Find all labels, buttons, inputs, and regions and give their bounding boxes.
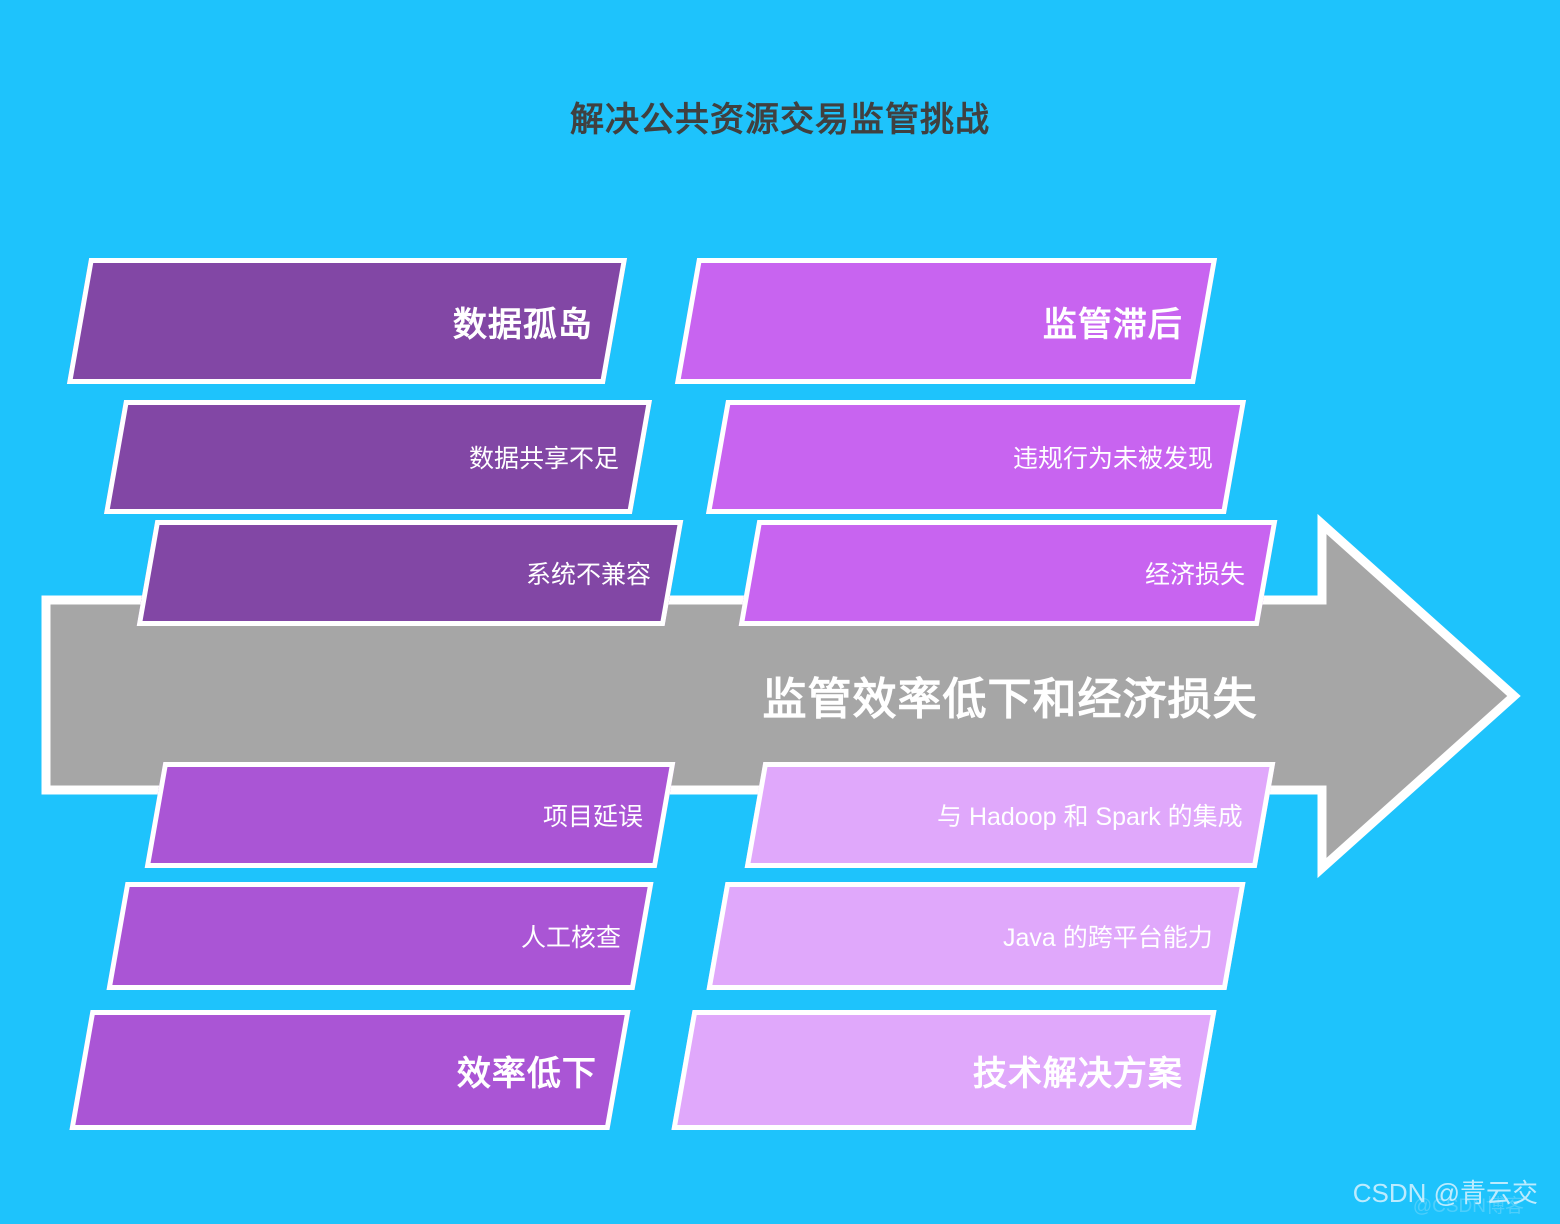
card-right-3[interactable]: 经济损失 bbox=[738, 520, 1278, 626]
card-left-3[interactable]: 系统不兼容 bbox=[136, 520, 684, 626]
page-title: 解决公共资源交易监管挑战 bbox=[570, 101, 990, 139]
card-right-5-label: Java 的跨平台能力 bbox=[1003, 924, 1213, 952]
card-right-1-label: 监管滞后 bbox=[1043, 305, 1183, 344]
card-left-6[interactable]: 效率低下 bbox=[69, 1010, 631, 1130]
card-right-2-label: 违规行为未被发现 bbox=[1012, 445, 1213, 473]
card-left-4-label: 项目延误 bbox=[542, 803, 643, 831]
card-left-1[interactable]: 数据孤岛 bbox=[66, 258, 628, 384]
card-left-2[interactable]: 数据共享不足 bbox=[103, 400, 653, 514]
card-left-6-label: 效率低下 bbox=[457, 1054, 597, 1093]
card-left-2-label: 数据共享不足 bbox=[468, 445, 619, 473]
card-left-5-label: 人工核查 bbox=[520, 924, 621, 952]
card-left-1-label: 数据孤岛 bbox=[453, 305, 593, 344]
card-right-6[interactable]: 技术解决方案 bbox=[671, 1010, 1217, 1130]
card-left-4[interactable]: 项目延误 bbox=[144, 762, 676, 868]
card-right-4[interactable]: 与 Hadoop 和 Spark 的集成 bbox=[744, 762, 1276, 868]
card-left-5[interactable]: 人工核查 bbox=[106, 882, 654, 990]
card-left-3-label: 系统不兼容 bbox=[525, 561, 651, 589]
watermark: CSDN @青云交 bbox=[1352, 1178, 1538, 1208]
card-right-2[interactable]: 违规行为未被发现 bbox=[705, 400, 1247, 514]
card-right-3-label: 经济损失 bbox=[1144, 561, 1245, 589]
watermark-sub: @CSDN博客 bbox=[1412, 1196, 1524, 1217]
central-arrow-label: 监管效率低下和经济损失 bbox=[762, 675, 1258, 724]
card-right-5[interactable]: Java 的跨平台能力 bbox=[706, 882, 1246, 990]
card-right-1[interactable]: 监管滞后 bbox=[674, 258, 1218, 384]
card-right-4-label: 与 Hadoop 和 Spark 的集成 bbox=[937, 803, 1243, 831]
card-right-6-label: 技术解决方案 bbox=[973, 1054, 1183, 1093]
